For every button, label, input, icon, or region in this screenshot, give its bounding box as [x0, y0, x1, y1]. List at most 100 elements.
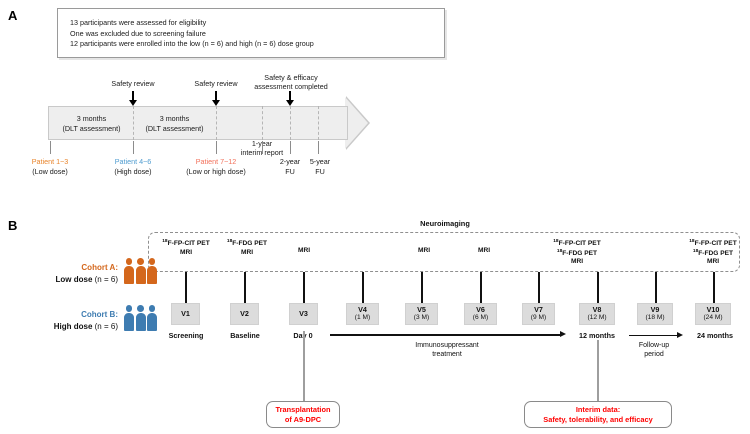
immunosuppressant-arrowhead: [560, 331, 566, 338]
safety-review-label-2: Safety review: [194, 79, 238, 88]
followup-2y-sub: FU: [285, 167, 295, 176]
followup-arrow-line: [629, 335, 679, 337]
timeline-divider-1: [133, 106, 134, 140]
followup-2y-title: 2-year: [279, 157, 301, 166]
patient-marker-3-title: Patient 7~12: [195, 157, 237, 166]
visit-id-v2: V2: [240, 308, 249, 318]
patient-marker-1-sub: (Low dose): [32, 167, 68, 176]
visit-sub-v6: (6 M): [472, 314, 489, 322]
timeline-arrowhead: [345, 97, 368, 149]
imaging-mri-v3: MRI: [297, 247, 311, 254]
visit-sub-v10: (24 M): [703, 314, 723, 322]
visit-box-v8[interactable]: V8 (12 M): [579, 303, 615, 325]
immunosuppressant-label-l1: Immunosuppressant: [415, 342, 479, 349]
callout-interim-data: Interim data: Safety, tolerability, and …: [524, 401, 672, 428]
visit-id-v6: V6: [476, 304, 485, 314]
phase-1-line2: (DLT assessment): [62, 124, 121, 133]
safety-efficacy-label-l2: assessment completed: [254, 82, 328, 91]
timeline-divider-4: [290, 106, 291, 140]
imaging-fpcit-v1: F-FP-CIT PET: [167, 240, 210, 248]
visit-id-v7: V7: [534, 304, 543, 314]
followup-label-l1: Follow-up: [638, 342, 670, 349]
callout-connector-interim: [597, 340, 599, 401]
visit-stem-v2: [244, 272, 246, 303]
visit-stem-v7: [538, 272, 540, 303]
eligibility-text-list: 13 participants were assessed for eligib…: [70, 18, 314, 50]
cohort-a-n: (n = 6): [92, 275, 118, 284]
visit-box-v3[interactable]: V3: [289, 303, 318, 325]
eligibility-box: 13 participants were assessed for eligib…: [57, 8, 445, 58]
visit-sub-v7: (9 M): [530, 314, 547, 322]
cohort-a-people-icon: [124, 258, 157, 284]
imaging-mri-v10: MRI: [706, 257, 720, 265]
visit-box-v1[interactable]: V1: [171, 303, 200, 325]
eligibility-line-2: One was excluded due to screening failur…: [70, 28, 206, 38]
safety-efficacy-label-l1: Safety & efficacy: [264, 73, 318, 82]
imaging-fpcit-v10: F-FP-CIT PET: [694, 240, 737, 248]
panel-a-letter: A: [8, 8, 18, 23]
safety-review-label-1: Safety review: [111, 79, 155, 88]
isotope-18-v8a: 18: [553, 239, 559, 244]
timeline-divider-2: [216, 106, 217, 140]
visit-id-v4: V4: [358, 304, 367, 314]
visit-stem-v4: [362, 272, 364, 303]
cohort-b-detail: High dose (n = 6): [14, 321, 118, 332]
patient-marker-2-sub: (High dose): [114, 167, 152, 176]
followup-arrowhead: [677, 331, 683, 338]
visit-id-v3: V3: [299, 308, 308, 318]
neuroimaging-dashed-box: [148, 232, 740, 272]
visit-sub-v5: (3 M): [413, 314, 430, 322]
followup-label-l2: period: [644, 351, 664, 358]
eligibility-line-1: 13 participants were assessed for eligib…: [70, 18, 207, 27]
imaging-fpcit-v8: F-FP-CIT PET: [558, 240, 601, 248]
visit-box-v2[interactable]: V2: [230, 303, 259, 325]
immunosuppressant-label-l2: treatment: [432, 351, 462, 358]
visit-box-v5[interactable]: V5 (3 M): [405, 303, 438, 325]
visit-stem-v10: [713, 272, 715, 303]
patient-marker-3-sub: (Low or high dose): [186, 167, 246, 176]
visit-id-v8: V8: [592, 304, 602, 314]
visit-stem-v1: [185, 272, 187, 303]
visit-stem-v3: [303, 272, 305, 303]
callout-transplantation-l2: of A9-DPC: [284, 414, 322, 424]
visit-box-v4[interactable]: V4 (1 M): [346, 303, 379, 325]
callout-interim-l1: Interim data:: [575, 404, 621, 414]
isotope-18-v2: 18: [226, 239, 233, 244]
imaging-label-v5: MRI: [394, 247, 454, 255]
milestone-baseline: Baseline: [230, 331, 260, 340]
visit-box-v6[interactable]: V6 (6 M): [464, 303, 497, 325]
cohort-a-detail: Low dose (n = 6): [14, 274, 118, 285]
callout-connector-transplantation: [303, 331, 305, 401]
imaging-label-v1: 18F-FP-CIT PET MRI: [152, 238, 220, 257]
visit-box-v10[interactable]: V10 (24 M): [695, 303, 731, 325]
visit-box-v7[interactable]: V7 (9 M): [522, 303, 555, 325]
visit-stem-v9: [655, 272, 657, 303]
visit-sub-v9: (18 M): [645, 314, 665, 322]
timeline-tick-3: [216, 141, 217, 154]
panel-b-letter: B: [8, 218, 18, 233]
neuroimaging-title: Neuroimaging: [420, 219, 470, 228]
cohort-b-name: Cohort B:: [81, 310, 118, 319]
imaging-mri-v1: MRI: [179, 248, 193, 256]
imaging-fdg-v8: F-FDG PET: [562, 249, 598, 257]
imaging-mri-v8: MRI: [570, 257, 584, 265]
patient-marker-1-title: Patient 1~3: [31, 157, 69, 166]
imaging-label-v8: 18F-FP-CIT PET 18F-FDG PET MRI: [540, 238, 614, 265]
timeline-tick-5: [290, 141, 291, 154]
imaging-label-v3: MRI: [274, 247, 334, 255]
visit-sub-v4: (1 M): [354, 314, 371, 322]
timeline-tick-1: [50, 141, 51, 154]
cohort-a-name: Cohort A:: [81, 263, 118, 272]
callout-interim-l2: Safety, tolerability, and efficacy: [543, 414, 653, 424]
visit-box-v9[interactable]: V9 (18 M): [637, 303, 673, 325]
milestone-screening: Screening: [168, 331, 204, 340]
patient-marker-2-title: Patient 4~6: [114, 157, 152, 166]
isotope-18-v10a: 18: [689, 239, 695, 244]
eligibility-line-3: 12 participants were enrolled into the l…: [70, 39, 314, 49]
visit-stem-v8: [597, 272, 599, 303]
isotope-18-v10b: 18: [692, 248, 699, 254]
visit-sub-v8: (12 M): [587, 314, 607, 322]
timeline-divider-3: [262, 106, 263, 140]
visit-id-v5: V5: [417, 304, 426, 314]
imaging-label-v6: MRI: [454, 247, 514, 255]
